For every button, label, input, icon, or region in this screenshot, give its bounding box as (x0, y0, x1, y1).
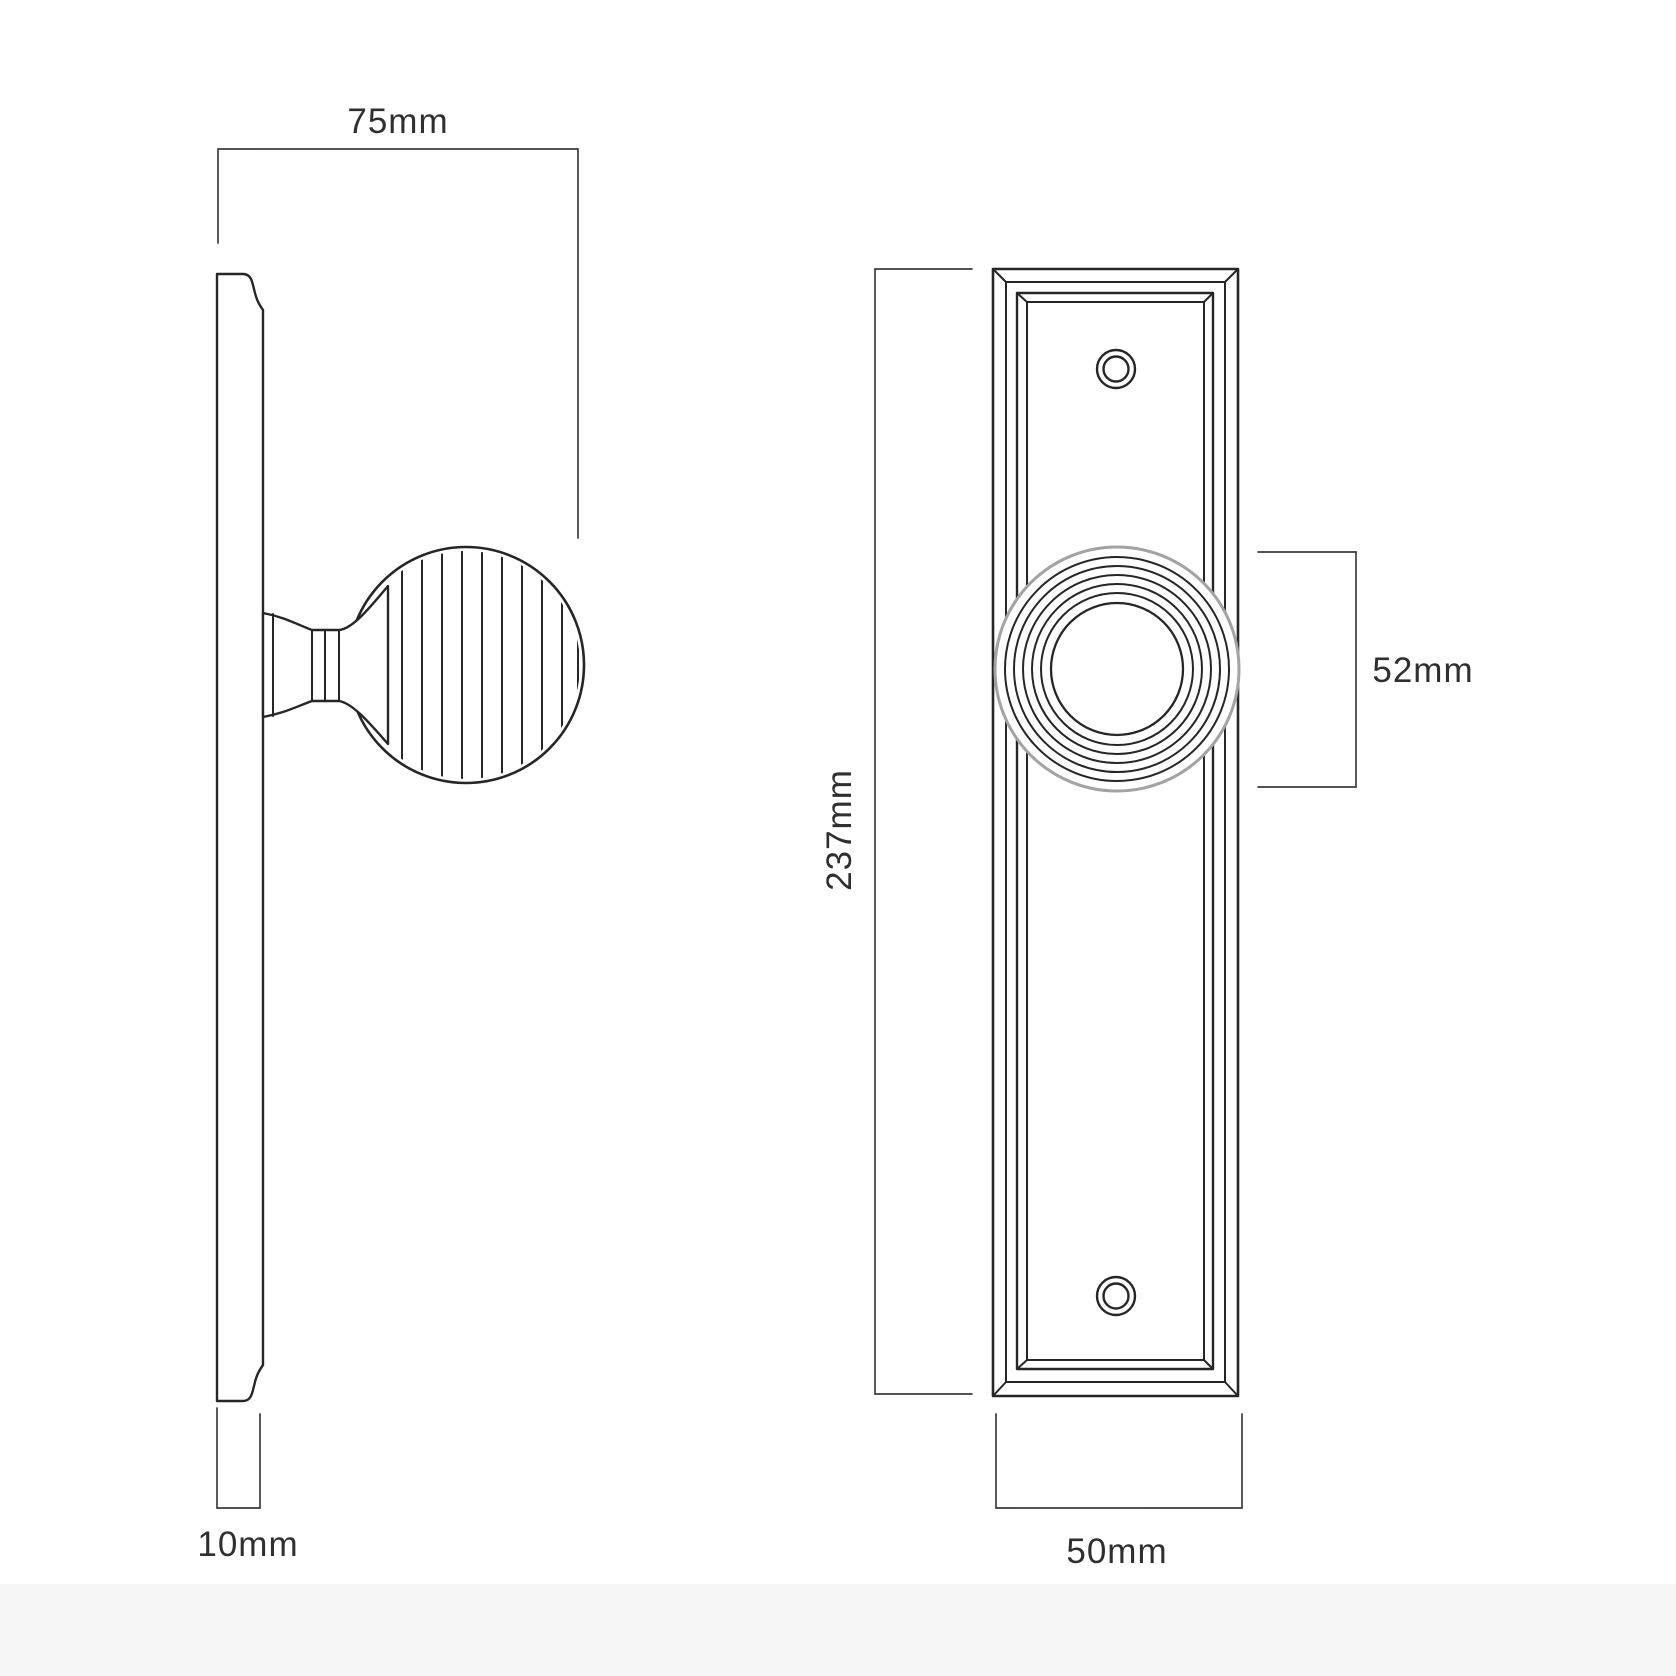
front-knob-reeding (1004, 556, 1230, 782)
dimension-label-projection: 75mm (347, 102, 449, 141)
front-view (991, 267, 1241, 1398)
side-neck-rings (272, 613, 340, 717)
front-knob-dome (1049, 601, 1185, 737)
screw-hole-bottom (1095, 1275, 1137, 1317)
front-knob (993, 545, 1241, 793)
dimension-label-plate-thickness: 10mm (197, 1525, 299, 1564)
dimension-knob-diameter-lines (1257, 551, 1357, 788)
screw-hole-top (1095, 348, 1137, 390)
side-view (215, 272, 586, 1403)
dimension-height-lines (874, 268, 973, 1395)
front-view-dimensions (874, 268, 1357, 1509)
dimension-projection-lines (217, 148, 579, 539)
dimension-width-lines (995, 1413, 1243, 1509)
dimension-label-knob-diameter: 52mm (1372, 651, 1474, 690)
dimension-label-plate-width: 50mm (1066, 1532, 1168, 1571)
bottom-shadow-band (0, 1584, 1676, 1676)
front-plate-frame (991, 267, 1240, 1398)
side-view-dimensions (216, 148, 579, 1509)
dimension-thickness-lines (216, 1407, 261, 1509)
side-plate-profile (215, 272, 265, 1403)
dimension-label-plate-height: 237mm (820, 769, 859, 891)
